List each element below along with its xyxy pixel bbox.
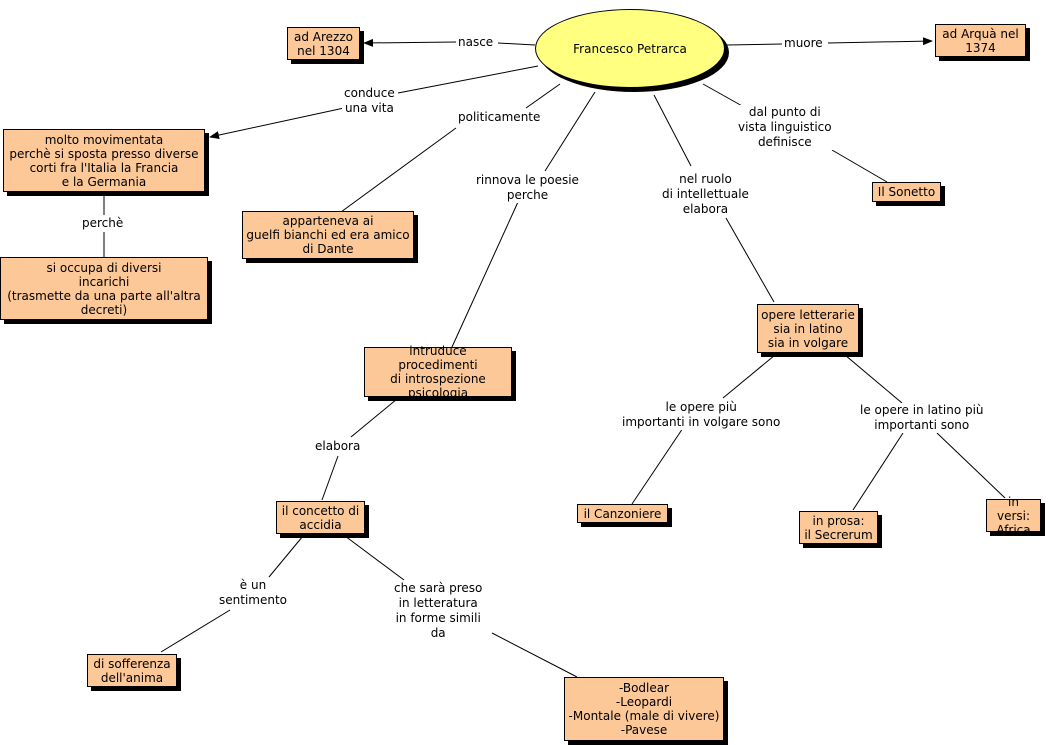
line-volgare-canzoniere <box>631 427 684 505</box>
line-root-politicamente <box>525 83 561 109</box>
line-introspezione-elabora <box>350 398 398 438</box>
link-rinnova-le-poesie: rinnova le poesie perche <box>474 173 581 203</box>
line-linguistico-sonetto <box>831 149 888 183</box>
line-preso-autori <box>491 632 578 678</box>
line-conduce-movimentata <box>209 107 345 140</box>
concept-autori[interactable]: -Bodlear -Leopardi -Montale (male di viv… <box>564 677 724 741</box>
concept-molto-movimentata[interactable]: molto movimentata perchè si sposta press… <box>3 129 205 192</box>
concept-diversi-incarichi[interactable]: si occupa di diversi incarichi (trasmett… <box>0 257 208 320</box>
root-concept-label: Francesco Petrarca <box>573 41 687 56</box>
link-perche: perchè <box>80 216 126 231</box>
concept-il-sonetto[interactable]: Il Sonetto <box>872 182 941 202</box>
line-root-linguistico <box>702 83 745 108</box>
line-accidia-sentimento <box>268 535 304 578</box>
concept-accidia[interactable]: il concetto di accidia <box>276 501 365 534</box>
line-latino-prosa <box>852 432 904 511</box>
line-muore-arqua <box>827 37 933 46</box>
line-root-ruolo <box>653 94 692 167</box>
root-concept-francesco-petrarca[interactable]: Francesco Petrarca <box>535 9 725 88</box>
line-opere-latino <box>844 354 903 404</box>
line-nasce-arezzo <box>363 38 457 47</box>
link-opere-volgare: le opere più importanti in volgare sono <box>620 400 783 430</box>
concept-opere-letterarie[interactable]: opere letterarie sia in latino sia in vo… <box>757 304 859 353</box>
line-root-rinnova <box>544 91 596 172</box>
concept-in-versi[interactable]: in versi: Africa <box>986 495 1041 537</box>
link-nel-ruolo: nel ruolo di intellettuale elabora <box>660 172 751 217</box>
link-muore: muore <box>782 36 825 51</box>
line-accidia-preso <box>344 535 405 581</box>
concept-ad-arqua[interactable]: ad Arquà nel 1374 <box>935 24 1026 57</box>
link-politicamente: politicamente <box>456 110 543 125</box>
link-e-un-sentimento: è un sentimento <box>217 578 290 608</box>
line-root-muore <box>726 43 783 46</box>
concept-guelfi-bianchi[interactable]: apparteneva ai guelfi bianchi ed era ami… <box>242 211 414 259</box>
line-root-conduce <box>397 65 539 94</box>
link-nasce: nasce <box>456 35 496 50</box>
line-sentimento-sofferenza <box>160 609 231 653</box>
concept-in-prosa[interactable]: in prosa: il Secrerum <box>799 511 878 544</box>
link-conduce-una-vita: conduce una vita <box>342 86 397 116</box>
line-opere-volgare <box>722 354 776 399</box>
concept-introspezione[interactable]: intruduce procedimenti di introspezione … <box>364 344 512 400</box>
line-rinnova-introspezione <box>451 201 519 348</box>
concept-il-canzoniere[interactable]: il Canzoniere <box>577 504 668 523</box>
link-elabora: elabora <box>313 439 363 454</box>
link-sara-preso: che sarà preso in letteratura in forme s… <box>392 581 485 641</box>
concept-sofferenza[interactable]: di sofferenza dell'anima <box>87 654 177 687</box>
link-opere-latino: le opere in latino più importanti sono <box>858 403 986 433</box>
line-ruolo-opere <box>725 217 775 303</box>
line-elabora-accidia <box>321 455 339 501</box>
line-politicamente-guelfi <box>340 127 457 213</box>
concept-ad-arezzo[interactable]: ad Arezzo nel 1304 <box>287 27 360 60</box>
line-latino-versi <box>936 432 1006 499</box>
link-dal-punto-di-vista: dal punto di vista linguistico definisce <box>736 105 834 150</box>
line-root-nasce <box>497 42 536 46</box>
